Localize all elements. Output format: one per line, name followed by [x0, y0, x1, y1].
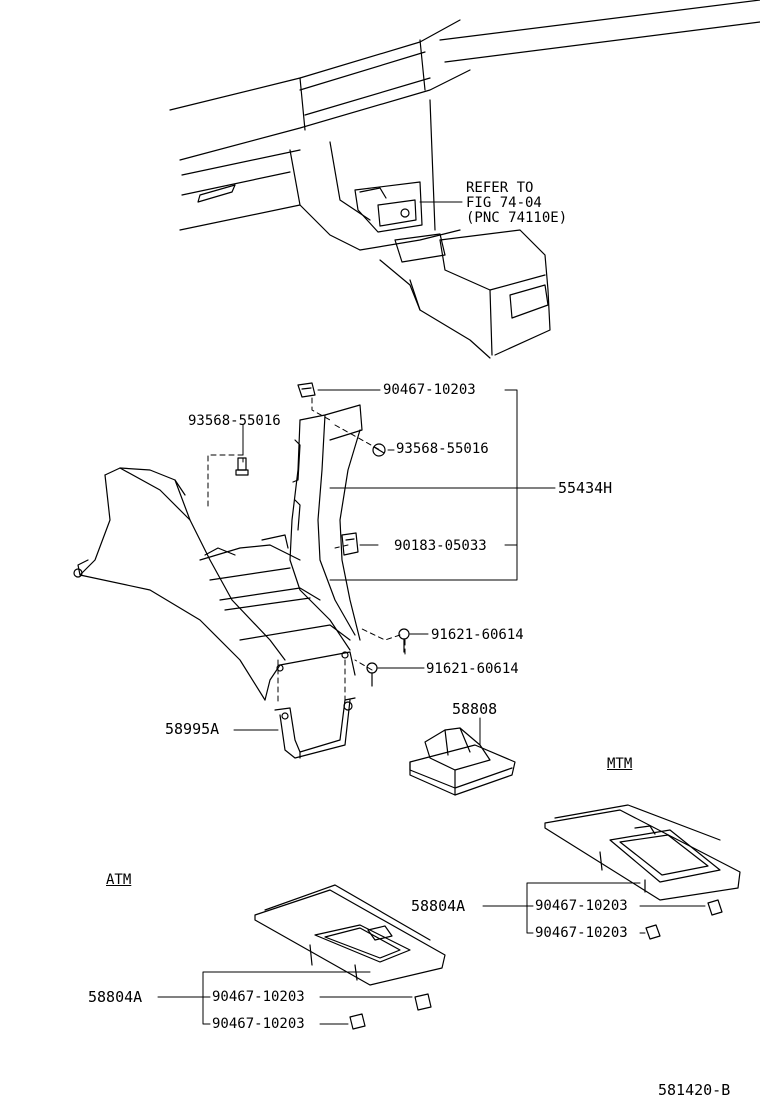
bolt-91621-a	[398, 628, 410, 653]
leader-lines	[157, 201, 706, 1025]
clip-90467-mtm-b	[645, 924, 661, 940]
clip-90467-atm-a	[414, 993, 432, 1011]
part-91621-60614-b[interactable]: 91621-60614	[426, 661, 519, 677]
variant-label-mtm: MTM	[607, 756, 633, 772]
clip-90467-top	[297, 382, 316, 398]
assembly-guide-lines	[207, 397, 406, 706]
part-58804A-mtm[interactable]: 58804A	[411, 897, 466, 915]
part-58995A[interactable]: 58995A	[165, 720, 220, 738]
reference-note-line1: REFER TO	[466, 180, 534, 196]
part-58804A-atm[interactable]: 58804A	[88, 988, 143, 1006]
part-91621-60614-a[interactable]: 91621-60614	[431, 627, 524, 643]
shift-panel-mtm	[544, 804, 741, 901]
part-90467-10203-atm-a[interactable]: 90467-10203	[212, 989, 305, 1005]
clip-90467-atm-b	[349, 1013, 366, 1030]
dashboard-overview-drawing	[169, 0, 760, 359]
part-90183-05033[interactable]: 90183-05033	[394, 538, 487, 554]
figure-code: 581420-B	[658, 1081, 731, 1099]
shift-boot-58808	[409, 727, 516, 796]
reference-note-line2: FIG 74-04	[466, 195, 542, 211]
bracket-58995A	[274, 697, 356, 759]
variant-label-atm: ATM	[106, 872, 132, 888]
part-93568-55016-left[interactable]: 93568-55016	[188, 413, 281, 429]
screw-93568-left	[235, 457, 249, 476]
clip-90467-mtm-a	[707, 899, 723, 916]
part-90467-10203-mtm-a[interactable]: 90467-10203	[535, 898, 628, 914]
screw-93568-right	[372, 443, 386, 457]
part-55434H[interactable]: 55434H	[558, 479, 613, 497]
part-90467-10203-atm-b[interactable]: 90467-10203	[212, 1016, 305, 1032]
part-93568-55016-right[interactable]: 93568-55016	[396, 441, 489, 457]
console-body-drawing	[73, 404, 363, 701]
part-58808[interactable]: 58808	[452, 700, 498, 718]
part-90467-10203-top[interactable]: 90467-10203	[383, 382, 476, 398]
bolt-91621-b	[366, 662, 378, 687]
shift-panel-atm	[254, 884, 446, 986]
part-90467-10203-mtm-b[interactable]: 90467-10203	[535, 925, 628, 941]
reference-note-line3: (PNC 74110E)	[466, 210, 568, 226]
nut-90183	[341, 532, 359, 556]
